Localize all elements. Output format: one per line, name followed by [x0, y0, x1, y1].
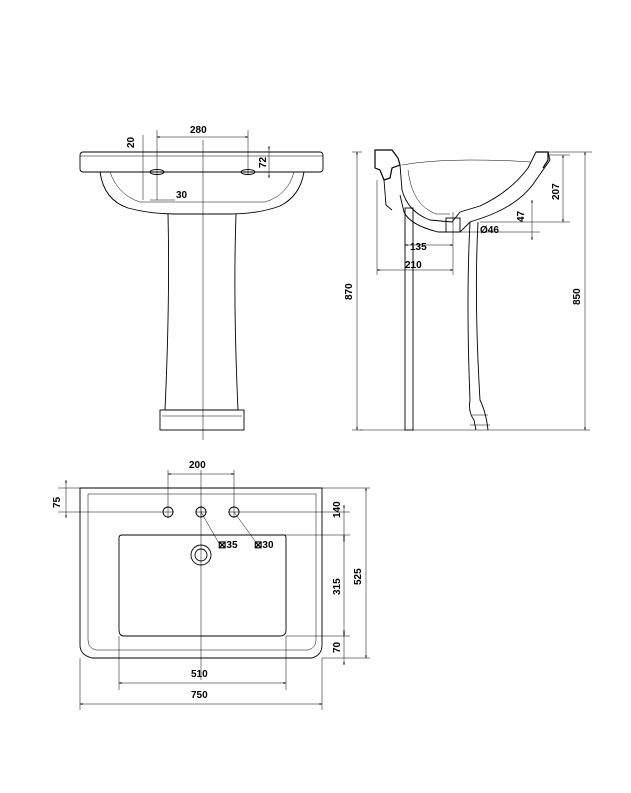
side-pedestal	[467, 221, 477, 431]
plan-dim-315: 315	[332, 578, 343, 595]
plan-dim-140: 140	[332, 501, 343, 518]
plan-dim-35: ⊠35	[218, 540, 238, 551]
front-dim-30: 30	[176, 190, 188, 201]
front-pedestal	[164, 213, 239, 411]
front-basin-body	[99, 171, 305, 215]
plan-dim-510: 510	[191, 669, 208, 680]
plan-dim-200: 200	[189, 460, 206, 471]
side-dim-210: 210	[405, 260, 422, 271]
plan-dim-750: 750	[191, 690, 208, 701]
side-view: 207 47 Ø46 135 210 850	[360, 149, 592, 431]
front-pedestal-foot	[159, 409, 245, 431]
plan-dim-70: 70	[332, 641, 343, 653]
front-dim-72: 72	[258, 156, 269, 168]
plan-bowl	[118, 534, 287, 637]
front-view: 280 20 72 30 870	[79, 125, 362, 440]
side-bowl	[399, 151, 551, 233]
plan-outline	[79, 487, 323, 659]
side-dim-850: 850	[572, 288, 583, 305]
front-dim-870: 870	[344, 283, 355, 300]
plan-dim-75: 75	[52, 496, 63, 508]
plan-dim-525: 525	[353, 568, 364, 585]
front-basin-rim	[79, 151, 324, 173]
front-dim-280: 280	[190, 125, 207, 136]
side-dim-207: 207	[551, 183, 562, 200]
front-dim-20: 20	[126, 136, 137, 148]
plan-view: 200 75 140 ⊠35 ⊠30 315 70 525 510	[52, 460, 370, 710]
side-dim-47: 47	[516, 210, 527, 222]
side-dim-135: 135	[410, 242, 427, 253]
side-dim-46: Ø46	[480, 225, 499, 236]
plan-dim-30: ⊠30	[254, 540, 274, 551]
